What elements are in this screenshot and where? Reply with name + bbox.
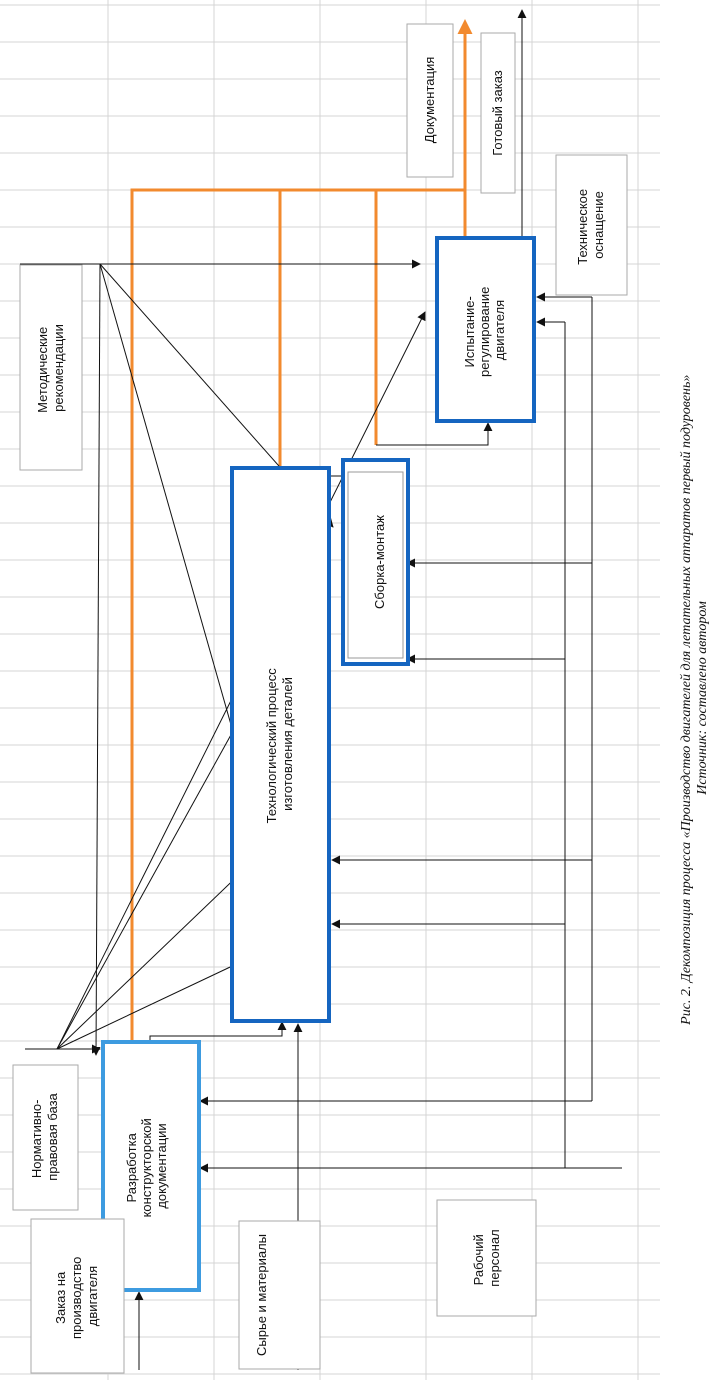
engine-order-line-1: Заказ на — [53, 1271, 68, 1324]
svg-text:Разработка конструкторск: Разработка конструкторской документации — [124, 1115, 169, 1218]
svg-text:Готовый заказ: Готовый заказ — [490, 70, 505, 156]
label-documentation: Документация — [406, 23, 454, 178]
testing-line-2: регулирование — [477, 287, 492, 377]
personnel-arrows — [199, 317, 622, 1173]
raw-materials-text: Сырье и материалы — [254, 1234, 269, 1356]
svg-text:Методические рекомендаци: Методические рекомендации — [35, 323, 66, 413]
method-recs-line-1: Методические — [35, 327, 50, 413]
assembly-line-1: Сборка-монтаж — [372, 515, 387, 609]
design-docs-line-1: Разработка — [124, 1132, 139, 1202]
design-docs-line-2: конструкторской — [139, 1118, 154, 1217]
regulatory-base-line-1: Нормативно- — [29, 1100, 44, 1179]
label-raw-materials: Сырье и материалы — [238, 1220, 321, 1370]
process-tech-process: Технологический процесс изготовления дет… — [230, 466, 331, 1023]
personnel-line-1: Рабочий — [471, 1234, 486, 1285]
caption-line-1: Рис. 2. Декомпозиция процесса «Производс… — [679, 375, 694, 1026]
svg-text:Сырье и материалы: Сырье и материалы — [254, 1234, 269, 1356]
svg-text:Испытание- регулирование: Испытание- регулирование двигателя — [462, 283, 507, 377]
tech-equipment-line-2: оснащение — [591, 191, 606, 259]
tech-process-line-1: Технологический процесс — [264, 668, 279, 824]
label-personnel: Рабочий персонал — [436, 1199, 537, 1317]
svg-text:Документация: Документация — [422, 57, 437, 144]
documentation-text: Документация — [422, 57, 437, 144]
svg-text:Сборка-монтаж: Сборка-монтаж — [372, 515, 387, 609]
engine-order-line-2: производство — [69, 1257, 84, 1339]
label-finished-order: Готовый заказ — [480, 32, 516, 194]
engine-order-line-3: двигателя — [85, 1266, 100, 1326]
finished-order-text: Готовый заказ — [490, 70, 505, 156]
svg-text:Техническое оснащение: Техническое оснащение — [575, 185, 606, 265]
label-method-recs: Методические рекомендации — [19, 264, 83, 471]
process-testing: Испытание- регулирование двигателя — [435, 236, 536, 423]
design-docs-line-3: документации — [154, 1123, 169, 1208]
testing-line-1: Испытание- — [462, 296, 477, 367]
svg-text:Технологический процесс: Технологический процесс изготовления дет… — [264, 665, 295, 824]
svg-text:Заказ на производство: Заказ на производство двигателя — [53, 1253, 100, 1339]
label-regulatory-base: Нормативно- правовая база — [12, 1064, 79, 1211]
label-tech-equipment: Техническое оснащение — [555, 154, 628, 296]
tech-equipment-arrows — [199, 292, 593, 1106]
method-recs-line-2: рекомендации — [51, 324, 66, 412]
label-engine-order: Заказ на производство двигателя — [30, 1218, 125, 1374]
tech-equipment-line-1: Техническое — [575, 189, 590, 265]
caption-line-2: Источник: составлено автором — [695, 601, 710, 796]
personnel-line-2: персонал — [487, 1229, 502, 1286]
svg-text:Рабочий персонал: Рабочий персонал — [471, 1229, 502, 1286]
regulatory-base-line-2: правовая база — [45, 1092, 60, 1180]
figure-caption: Рис. 2. Декомпозиция процесса «Производс… — [679, 371, 710, 1026]
testing-line-3: двигателя — [492, 300, 507, 360]
process-assembly: Сборка-монтаж — [341, 458, 410, 666]
svg-text:Нормативно- правовая баз: Нормативно- правовая база — [29, 1092, 60, 1180]
documentation-flow — [130, 19, 473, 1290]
regulatory-base-arrows — [25, 311, 426, 1054]
tech-process-line-2: изготовления деталей — [280, 677, 295, 811]
